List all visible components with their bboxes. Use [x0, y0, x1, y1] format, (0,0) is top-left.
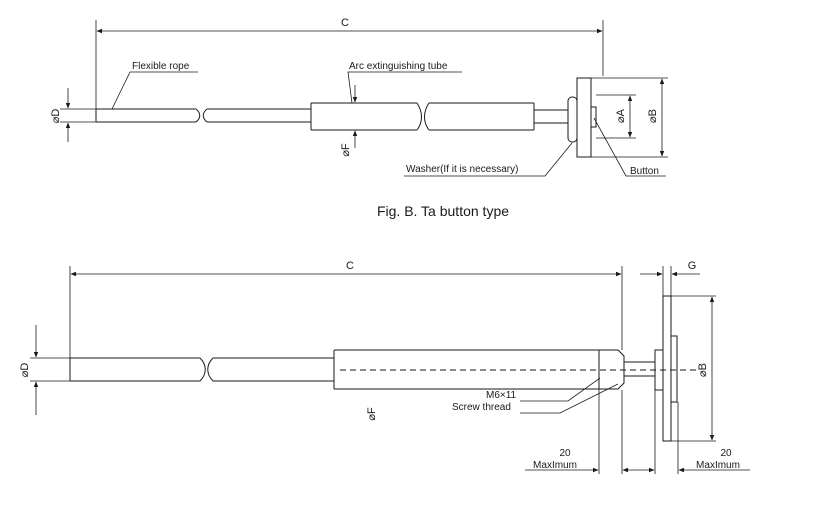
fig-c-screw-size-label: M6×11 [486, 390, 517, 401]
fig-b-tube-break [424, 102, 430, 131]
fig-c-rope-break [207, 357, 214, 382]
fig-c-rope-segment [213, 357, 334, 382]
fig-b-washer-label: Washer(If it is necessary) [406, 164, 518, 175]
fig-b-caption: Fig. B. Ta button type [377, 203, 509, 219]
fig-c-f-label: ⌀F [366, 407, 378, 421]
fig-c-drawing: C G ⌀D ⌀B [19, 260, 750, 474]
fig-b-a-label: ⌀A [615, 108, 627, 123]
fig-b-arc-tube-label: Arc extinguishing tube [349, 61, 448, 72]
fig-c-screw-shaft [624, 361, 655, 377]
fig-c-screw-leader [520, 377, 601, 402]
fig-c-rope-break [199, 357, 206, 382]
fig-b-washer-leader [404, 142, 573, 177]
fig-b-rope-break [195, 108, 201, 123]
fig-b-flexible-rope-label: Flexible rope [132, 61, 190, 72]
fig-b-button-nub [590, 106, 597, 128]
fig-b-washer [567, 96, 578, 143]
fig-b-b-label: ⌀B [647, 109, 659, 123]
fig-c-b-label: ⌀B [697, 363, 709, 377]
fig-b-button-head [576, 77, 592, 158]
fig-b-drawing: C ⌀D ⌀A ⌀B [50, 17, 668, 219]
fig-c-rope-segment [69, 357, 200, 382]
fig-c-button-disk [662, 295, 672, 442]
fig-c-max-right-label: MaxImum [696, 460, 740, 471]
fig-c-button-back [670, 335, 678, 403]
fig-b-rope-segment [95, 108, 196, 123]
fig-b-rope-segment [207, 108, 311, 123]
fig-b-tube-leader [347, 71, 462, 104]
fig-b-stem [534, 109, 568, 124]
fig-b-arc-tube [429, 102, 535, 131]
fig-c-max-left-label: MaxImum [533, 460, 577, 471]
fig-c-dim-20-left: 20 [559, 448, 571, 459]
fig-b-f-label: ⌀F [340, 143, 352, 157]
fig-c-thread-leader [520, 383, 619, 414]
fig-c-screw-thread-label: Screw thread [452, 402, 511, 413]
fig-c-tube-body [333, 349, 599, 390]
fig-c-g-label: G [688, 260, 697, 272]
fig-b-d-label: ⌀D [50, 109, 62, 124]
fig-b-arc-tube [310, 102, 417, 131]
fig-b-c-label: C [341, 17, 349, 29]
fig-b-rope-leader [111, 71, 198, 110]
fig-c-d-label: ⌀D [19, 363, 31, 378]
fig-c-c-label: C [346, 260, 354, 272]
fig-c-dim-20-right: 20 [720, 448, 732, 459]
fig-b-rope-break [202, 108, 208, 123]
fig-c-nut [598, 349, 625, 390]
fig-b-tube-break [416, 102, 422, 131]
fig-b-button-label: Button [630, 166, 659, 177]
fig-b-button-leader [593, 117, 666, 177]
